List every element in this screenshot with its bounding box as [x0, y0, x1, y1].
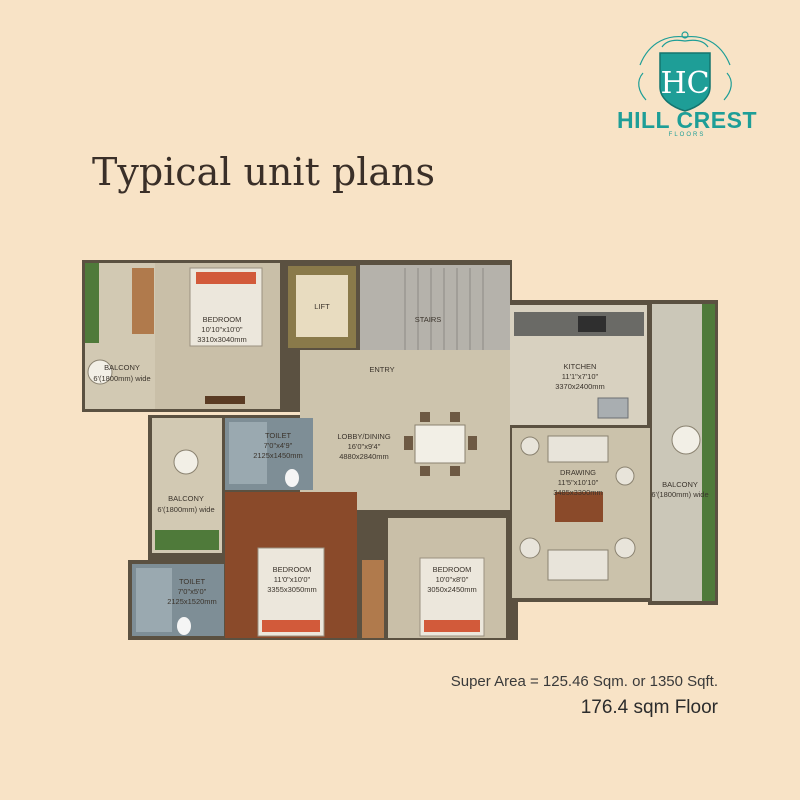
bedroom-top-wardrobe — [132, 268, 154, 334]
balcony-right-table — [671, 425, 701, 455]
drawing-coffee-table — [555, 492, 603, 522]
balcony-right-label: BALCONY — [662, 480, 698, 489]
bedroom-top-label: BEDROOM — [203, 315, 242, 324]
balcony-left-greenery — [85, 263, 99, 343]
toilet-2-label: TOILET — [179, 577, 206, 586]
shield-shape — [659, 52, 711, 112]
balcony-right-greenery — [702, 304, 715, 601]
toilet-2-mm: 2125x1520mm — [167, 597, 217, 606]
lobby-dims: 16'0"x9'4" — [348, 442, 381, 451]
bedroom-mid-label: BEDROOM — [273, 565, 312, 574]
kitchen-label: KITCHEN — [564, 362, 597, 371]
bedroom-right-mm: 3050x2450mm — [427, 585, 477, 594]
logo-monogram: HC — [660, 66, 709, 101]
drawing-sofa-bottom — [547, 549, 609, 581]
dining-chairs — [404, 412, 477, 476]
toilet-1-dims: 7'0"x4'9" — [264, 441, 293, 450]
crest-flourish — [638, 31, 732, 101]
balcony-left-table — [87, 359, 113, 385]
kitchen-dims: 11'1"x7'10" — [562, 372, 599, 381]
drawing-dims: 11'5"x10'10" — [558, 478, 599, 487]
bedroom-mid-mm: 3355x3050mm — [267, 585, 317, 594]
balcony-left-dims: 6'(1800mm) wide — [93, 374, 150, 383]
drawing-label: DRAWING — [560, 468, 596, 477]
balcony-mid-table — [173, 449, 199, 475]
floor-area-text: 176.4 sqm Floor — [580, 697, 718, 718]
page-title: Typical unit plans — [92, 150, 436, 194]
kitchen-hob — [578, 316, 606, 332]
entry-label: ENTRY — [369, 365, 394, 374]
balcony-mid-label: BALCONY — [168, 494, 204, 503]
bedroom-top-dims: 10'10"x10'0" — [201, 325, 242, 334]
bedroom-right-pillows — [424, 620, 480, 632]
bedroom-right-dims: 10'0"x8'0" — [436, 575, 469, 584]
bedroom-mid-pillows — [262, 620, 320, 632]
super-area-text: Super Area = 125.46 Sqm. or 1350 Sqft. — [450, 673, 718, 690]
bedroom-top-pillows — [196, 272, 256, 284]
toilet-1-shower — [229, 422, 267, 484]
kitchen-mm: 3370x2400mm — [555, 382, 605, 391]
toilet-1-wc — [285, 469, 299, 487]
toilet-2-wc — [177, 617, 191, 635]
bedroom-right-label: BEDROOM — [433, 565, 472, 574]
brand-tagline: FLOORS — [668, 132, 706, 138]
hill-crest-crest-logo: HC — [638, 31, 732, 112]
toilet-2-dims: 7'0"x5'0" — [178, 587, 207, 596]
drawing-sofa-top — [547, 435, 609, 463]
stairs-label: STAIRS — [415, 315, 442, 324]
drawing-mm: 3485x3300mm — [553, 488, 603, 497]
bedroom-right-wardrobe — [362, 560, 384, 638]
lobby-dining-floor — [300, 350, 510, 510]
drawing-armchairs — [519, 436, 636, 559]
toilet-1-label: TOILET — [265, 431, 292, 440]
bedroom-top-mm: 3310x3040mm — [197, 335, 247, 344]
kitchen-sink — [597, 397, 629, 419]
toilet-2-shower — [136, 568, 172, 632]
dining-table — [414, 424, 466, 464]
balcony-right-dims: 6'(1800mm) wide — [651, 490, 708, 499]
toilet-1-mm: 2125x1450mm — [253, 451, 303, 460]
balcony-left-label: BALCONY — [104, 363, 140, 372]
lift-label: LIFT — [314, 302, 330, 311]
bedroom-top-desk — [205, 396, 245, 404]
balcony-mid-dims: 6'(1800mm) wide — [157, 505, 214, 514]
lift-car — [296, 275, 348, 337]
brand-name: HILL CREST — [616, 107, 758, 133]
lobby-mm: 4880x2840mm — [339, 452, 389, 461]
balcony-mid-greenery — [155, 530, 219, 550]
bedroom-mid-dims: 11'0"x10'0" — [274, 575, 311, 584]
lobby-label: LOBBY/DINING — [337, 432, 391, 441]
